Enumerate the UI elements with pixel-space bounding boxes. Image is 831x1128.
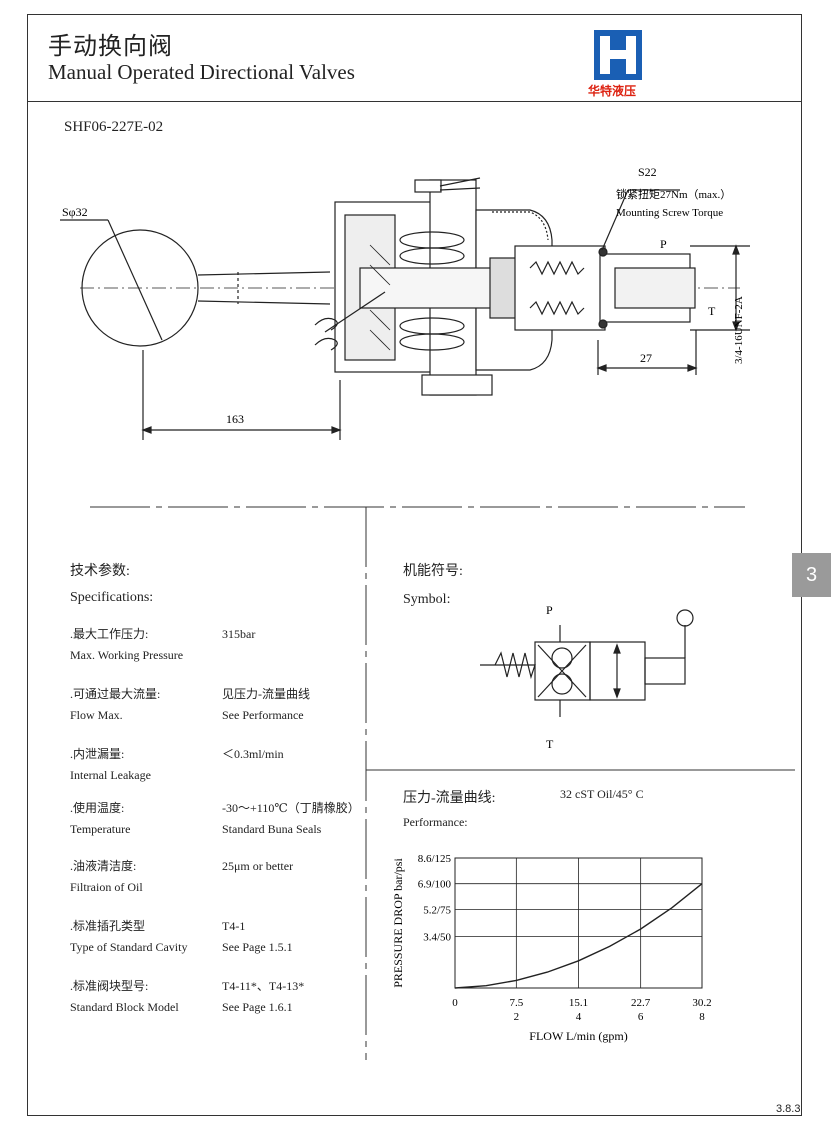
spec-value: 25μm or better bbox=[222, 859, 294, 873]
model-number: SHF06-227E-02 bbox=[64, 119, 164, 135]
x-tick-label-gpm: 4 bbox=[576, 1011, 582, 1023]
logo-text: 华特液压 bbox=[588, 84, 637, 98]
y-tick-label: 5.2/75 bbox=[423, 904, 451, 916]
symbol-heading-en: Symbol: bbox=[403, 592, 451, 607]
spec-value: ＜0.3ml/min bbox=[222, 747, 284, 761]
spec-key-en: Standard Block Model bbox=[70, 1000, 179, 1014]
spec-value: -30～+110℃（丁腈橡胶） bbox=[222, 801, 360, 815]
x-tick-label: 0 bbox=[452, 997, 458, 1009]
spec-value-en: See Performance bbox=[222, 708, 304, 722]
symbol-heading-cn: 机能符号: bbox=[403, 564, 463, 579]
spec-key-cn: .标准插孔类型 bbox=[70, 919, 146, 933]
spec-key-en: Temperature bbox=[70, 822, 131, 836]
y-tick-label: 6.9/100 bbox=[418, 879, 452, 891]
spec-value: 见压力-流量曲线 bbox=[222, 687, 310, 701]
chart-title-en: Performance: bbox=[403, 815, 468, 829]
spec-key-en: Max. Working Pressure bbox=[70, 648, 184, 662]
page-number: 3.8.3 bbox=[776, 1103, 801, 1115]
spec-key-cn: .最大工作压力: bbox=[70, 627, 149, 641]
spec-key-cn: .油液清洁度: bbox=[70, 859, 137, 873]
dim-27-label: 27 bbox=[640, 351, 652, 365]
spec-value-en: See Page 1.5.1 bbox=[222, 940, 293, 954]
header-divider bbox=[27, 101, 802, 102]
knob-dim-label: Sφ32 bbox=[62, 205, 88, 219]
specs-heading-cn: 技术参数: bbox=[70, 564, 130, 579]
section-tab: 3 bbox=[792, 553, 831, 597]
x-tick-label: 30.2 bbox=[692, 997, 711, 1009]
x-tick-label: 15.1 bbox=[569, 997, 588, 1009]
x-tick-label: 7.5 bbox=[509, 997, 523, 1009]
valve-symbol: P T bbox=[480, 603, 694, 750]
x-axis-label: FLOW L/min (gpm) bbox=[529, 1029, 627, 1043]
x-tick-label-gpm: 8 bbox=[699, 1011, 705, 1023]
port-t-label: T bbox=[708, 304, 716, 318]
spec-key-en: Internal Leakage bbox=[70, 768, 151, 782]
y-axis-label: PRESSURE DROP bar/psi bbox=[391, 858, 405, 988]
spec-key-en: Type of Standard Cavity bbox=[70, 940, 188, 954]
x-tick-label: 22.7 bbox=[631, 997, 651, 1009]
spec-value: 315bar bbox=[222, 627, 256, 641]
page-title-cn: 手动换向阀 bbox=[48, 34, 173, 60]
torque-label-cn: 锁紧扭矩27Nm（max.） bbox=[616, 187, 731, 201]
spec-value: T4-1 bbox=[222, 919, 246, 933]
spec-value-en: See Page 1.6.1 bbox=[222, 1000, 293, 1014]
valve-drawing: Sφ32 163 S22 锁紧扭矩27Nm（max.） Mounting Scr… bbox=[60, 165, 750, 440]
spec-key-cn: .可通过最大流量: bbox=[70, 687, 161, 701]
x-tick-label-gpm: 2 bbox=[514, 1011, 520, 1023]
symbol-port-p: P bbox=[546, 603, 553, 617]
spec-key-en: Flow Max. bbox=[70, 708, 123, 722]
spec-key-en: Filtraion of Oil bbox=[70, 880, 143, 894]
port-p-label: P bbox=[660, 237, 667, 251]
symbol-port-t: T bbox=[546, 737, 554, 750]
specs-heading-en: Specifications: bbox=[70, 590, 154, 605]
chart-condition: 32 cST Oil/45° C bbox=[560, 787, 644, 801]
s22-label: S22 bbox=[638, 165, 657, 179]
page-title-en: Manual Operated Directional Valves bbox=[48, 60, 355, 84]
x-tick-label-gpm: 6 bbox=[638, 1011, 644, 1023]
performance-chart: 0 7.5 2 15.1 4 22.7 6 30.2 8 3.4/50 5.2/75 6.9/100 8… bbox=[391, 853, 712, 1043]
thread-label: 3/4-16UNF-2A bbox=[733, 296, 745, 364]
chart-title-cn: 压力-流量曲线: bbox=[403, 791, 496, 806]
spec-key-cn: .使用温度: bbox=[70, 801, 125, 815]
series-line bbox=[454, 883, 703, 989]
spec-value-en: Standard Buna Seals bbox=[222, 822, 322, 836]
spec-key-cn: .标准阀块型号: bbox=[70, 979, 149, 993]
y-tick-label: 8.6/125 bbox=[418, 853, 452, 865]
length-dim-label: 163 bbox=[226, 412, 244, 426]
torque-label-en: Mounting Screw Torque bbox=[616, 207, 723, 219]
spec-key-cn: .内泄漏量: bbox=[70, 747, 125, 761]
company-logo bbox=[594, 30, 642, 80]
spec-value: T4-11*、T4-13* bbox=[222, 979, 305, 993]
y-tick-label: 3.4/50 bbox=[423, 932, 451, 944]
